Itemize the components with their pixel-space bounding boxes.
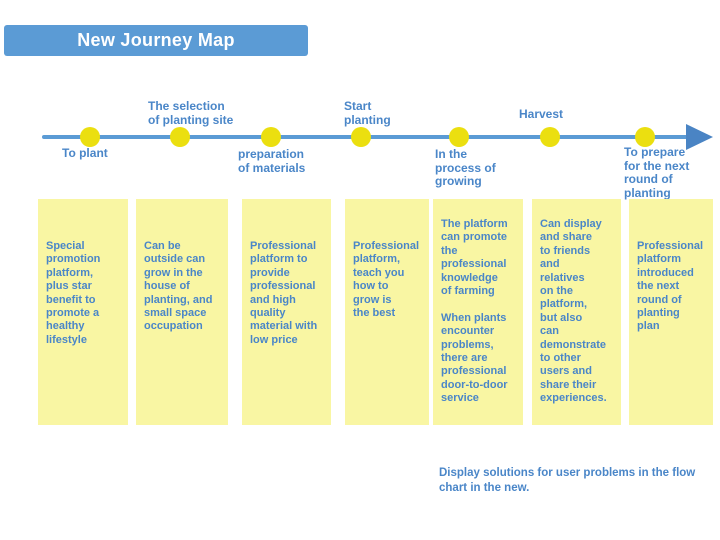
timeline-dot-preparation — [261, 127, 281, 147]
stage-label-next-round: To prepare for the next round of plantin… — [624, 145, 690, 200]
stage-label-preparation: preparation of materials — [238, 147, 306, 175]
timeline-dot-next-round — [635, 127, 655, 147]
stage-label-harvest: Harvest — [519, 107, 564, 121]
page-title: New Journey Map — [77, 30, 235, 50]
journey-box-5: The platform can promote the professiona… — [433, 199, 523, 425]
stage-label-to-plant: To plant — [62, 146, 108, 160]
timeline-dot-selection — [170, 127, 190, 147]
arrow-right-icon — [686, 124, 713, 150]
footnote: Display solutions for user problems in t… — [439, 467, 696, 494]
title-banner: New Journey Map — [4, 25, 308, 56]
timeline-dot-start — [351, 127, 371, 147]
timeline-dot-to-plant — [80, 127, 100, 147]
stage-label-start: Start planting — [344, 99, 391, 127]
stage-label-growing: In the process of growing — [435, 147, 496, 188]
journey-box-1: Special promotion platform, plus star be… — [38, 199, 128, 425]
journey-box-4: Professional platform, teach you how to … — [345, 199, 429, 425]
journey-box-2: Can be outside can grow in the house of … — [136, 199, 228, 425]
journey-box-7: Professional platform introduced the nex… — [629, 199, 713, 425]
timeline-dot-growing — [449, 127, 469, 147]
journey-box-6: Can display and share to friends and rel… — [532, 199, 621, 425]
stage-label-selection: The selection of planting site — [148, 99, 234, 127]
timeline-dot-harvest — [540, 127, 560, 147]
journey-box-3: Professional platform to provide profess… — [242, 199, 331, 425]
